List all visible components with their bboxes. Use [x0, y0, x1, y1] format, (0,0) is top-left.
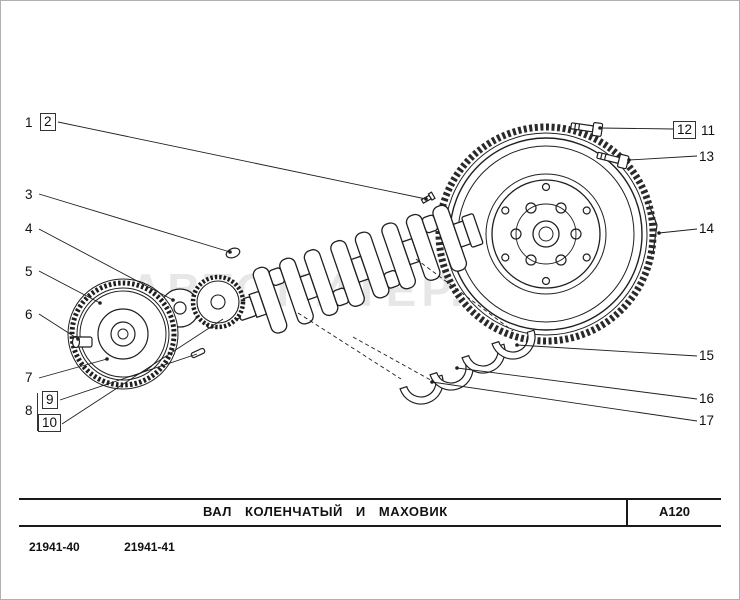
footer-bar: ВАЛ КОЛЕНЧАТЫЙ И МАХОВИК A120	[19, 498, 721, 527]
flywheel	[435, 123, 657, 345]
callout-9: 9	[42, 391, 58, 409]
leader-lines	[37, 121, 698, 431]
flywheel-bolt-lower	[596, 151, 630, 170]
callout-16: 16	[699, 391, 715, 406]
woodruff-key	[190, 347, 206, 359]
doc-number-2: 21941-41	[124, 540, 175, 554]
callout-1: 1	[25, 115, 33, 130]
thrust-half-ring	[225, 247, 241, 259]
callout-15: 15	[699, 348, 715, 363]
doc-number-1: 21941-40	[29, 540, 80, 554]
callout-5: 5	[25, 264, 33, 279]
diagram-title: ВАЛ КОЛЕНЧАТЫЙ И МАХОВИК	[203, 504, 448, 519]
callout-3: 3	[25, 187, 33, 202]
crankshaft	[203, 204, 484, 334]
callout-12: 12	[673, 121, 697, 139]
callout-13: 13	[699, 149, 715, 164]
timing-sprocket	[190, 274, 246, 330]
callout-2: 2	[40, 113, 56, 131]
callout-11: 11	[701, 123, 716, 138]
doc-numbers: 21941-40 21941-41	[29, 540, 216, 554]
leader-dots	[76, 126, 661, 384]
bearing-shells	[399, 329, 536, 405]
callout-4: 4	[25, 221, 33, 236]
flywheel-bolt-upper	[570, 121, 604, 137]
callout-6: 6	[25, 307, 33, 322]
callout-8: 8	[25, 403, 33, 418]
callout-17: 17	[699, 413, 715, 428]
callout-14: 14	[699, 221, 715, 236]
section-code: A120	[626, 500, 721, 525]
callout-7: 7	[25, 370, 33, 385]
callout-10: 10	[38, 414, 62, 432]
assembly-dashed-lines	[297, 258, 514, 384]
crank-pulley	[67, 278, 179, 390]
pulley-bolt	[71, 335, 93, 349]
